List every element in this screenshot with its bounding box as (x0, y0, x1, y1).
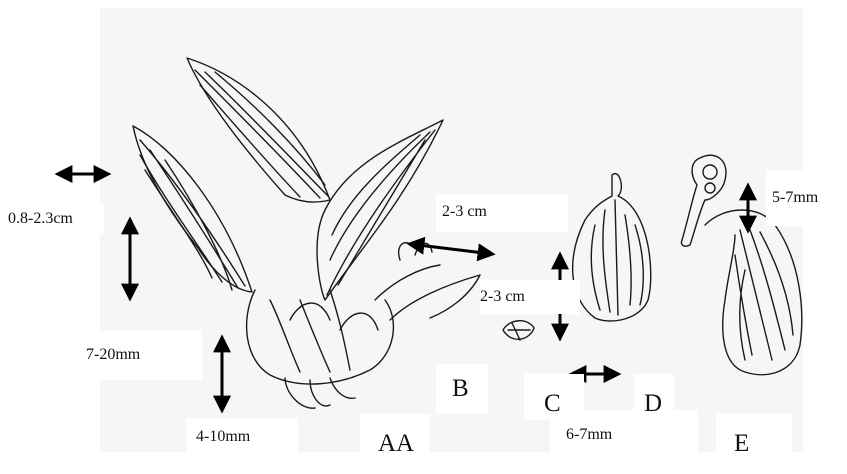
leaf-width-label: 0.8-2.3cm (8, 204, 104, 234)
panel-label-e: E (716, 414, 792, 452)
plant-drawing (0, 0, 847, 452)
panel-label-b: B (436, 364, 488, 414)
column-length-label: 5-7mm (766, 170, 847, 226)
petal-c (573, 174, 651, 321)
leaf-top (187, 58, 330, 202)
arrow-sepal-width (410, 244, 492, 254)
petal-length-label: 7-20mm (82, 330, 202, 380)
panel-label-c: C (524, 374, 584, 420)
leaf-length-label-a: 2-3 cm (436, 194, 568, 232)
panel-label-d: D (634, 374, 674, 420)
leaf-length-label-b: 2-3 cm (480, 280, 580, 314)
botanical-plate: 0.8-2.3cm 2-3 cm 2-3 cm 7-20mm 4-10mm 6-… (0, 0, 847, 452)
leaf-left (133, 126, 252, 292)
sepal-b (503, 321, 534, 340)
leaf-right (317, 120, 443, 300)
sheath-length-label: 4-10mm (186, 418, 298, 452)
panel-label-a: AA (360, 414, 430, 452)
